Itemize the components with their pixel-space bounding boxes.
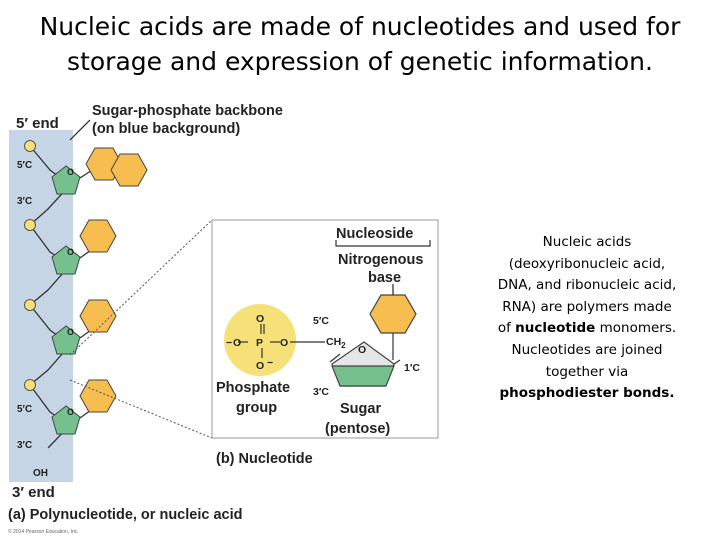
phosphodiester-bonds-term: phosphodiester bonds. [478,383,696,405]
phosphate-minus-left: − [226,337,232,349]
phosphodiester-bold: phosphodiester bonds. [499,385,675,402]
phosphate-circle [24,219,36,231]
phosphate-o-right: O [280,337,288,349]
phosphate-o-top: O [256,313,264,325]
caption-a: (a) Polynucleotide, or nucleic acid [8,507,242,523]
ring-o-label: O [67,327,74,337]
three-c-detail-label: 3′C [313,386,329,398]
sugar-pentagon [51,245,81,275]
side-text-line-5-pre: of [497,320,516,337]
base-hexagon [110,153,148,187]
sugar-label-line-2: (pentose) [325,421,390,437]
detail-base-hexagon [369,294,417,334]
oh-label: OH [33,468,48,479]
phosphate-chain [24,140,36,391]
sugar-ring-o-label: O [358,344,366,356]
phosphate-minus-bottom: − [267,357,273,369]
three-c-label-top: 3′C [17,196,32,207]
ring-o-label: O [67,407,74,417]
caption-b: (b) Nucleotide [216,451,313,467]
ch2-bond [329,353,341,363]
base-hexagon [79,299,117,333]
phosphate-o-left: O [233,337,241,349]
backbone-label-line-2: (on blue background) [92,121,240,137]
three-prime-end-label: 3′ end [12,484,55,501]
side-text-line-5-post: monomers. [595,320,677,337]
ring-o-label: O [67,247,74,257]
ring-oxygen-labels: O O O O [67,167,74,417]
five-c-label-top: 5′C [17,160,32,171]
one-c-label: 1′C [404,362,420,374]
phosphate-o-bottom: O [256,360,264,372]
five-c-label-bottom: 5′C [17,404,32,415]
sugar-pentagon [51,165,81,195]
five-c-detail-label: 5′C [313,315,329,327]
backbone-label-line-1: Sugar-phosphate backbone [92,103,283,119]
phosphate-label-line-1: Phosphate [216,380,290,396]
phosphate-group-circle [224,304,296,376]
title-line-2: storage and expression of genetic inform… [67,46,653,76]
side-text-line-6: Nucleotides are joined [511,341,663,358]
ch2-label: CH2 [326,336,346,350]
phosphate-bonds [238,324,325,358]
sugar-ring-fill [331,365,395,387]
zoom-lines [69,219,213,439]
side-text-line-1: Nucleic acids [542,234,632,250]
phosphate-circle [24,140,36,152]
side-description: Nucleic acids (deoxyribonucleic acid, DN… [478,232,696,405]
nucleoside-bracket [335,240,431,247]
phosphate-circle [24,379,36,391]
base-hexagon [79,219,117,253]
phosphate-circle [24,299,36,311]
ch2-text: CH [326,336,341,348]
nucleoside-label: Nucleoside [336,226,413,242]
title-line-1: Nucleic acids are made of nucleotides an… [39,12,681,41]
side-text-line-3: DNA, and ribonucleic acid, [497,277,677,294]
ring-o-label: O [67,167,74,177]
slide-title: Nucleic acids are made of nucleotides an… [0,10,720,79]
five-prime-end-label: 5′ end [16,115,59,132]
side-text-line-4: RNA) are polymers made [502,298,672,315]
nitrogenous-label-line-2: base [368,270,401,286]
phosphate-label-line-2: group [236,400,277,416]
sugar-chain [51,165,81,435]
backbone-line [29,145,72,449]
side-text-line-2: (deoxyribonucleic acid, [508,255,666,272]
sugar-pentagon [51,405,81,435]
sugar-pentagon [51,325,81,355]
nitrogenous-label-line-1: Nitrogenous [338,252,423,268]
sugar-label-line-1: Sugar [340,401,381,417]
phosphate-p: P [256,337,263,349]
base-hexagon [79,379,117,413]
ch2-subscript: 2 [341,341,346,350]
three-c-label-bottom: 3′C [17,440,32,451]
one-c-bond [393,359,401,365]
side-text-line-5: of nucleotide monomers. [478,318,696,340]
copyright-text: © 2014 Pearson Education, Inc. [8,528,79,535]
nucleotide-term: nucleotide [515,320,596,337]
backbone-pointer [69,119,91,141]
side-text-line-7: together via [545,363,629,380]
base-chain [79,147,148,413]
